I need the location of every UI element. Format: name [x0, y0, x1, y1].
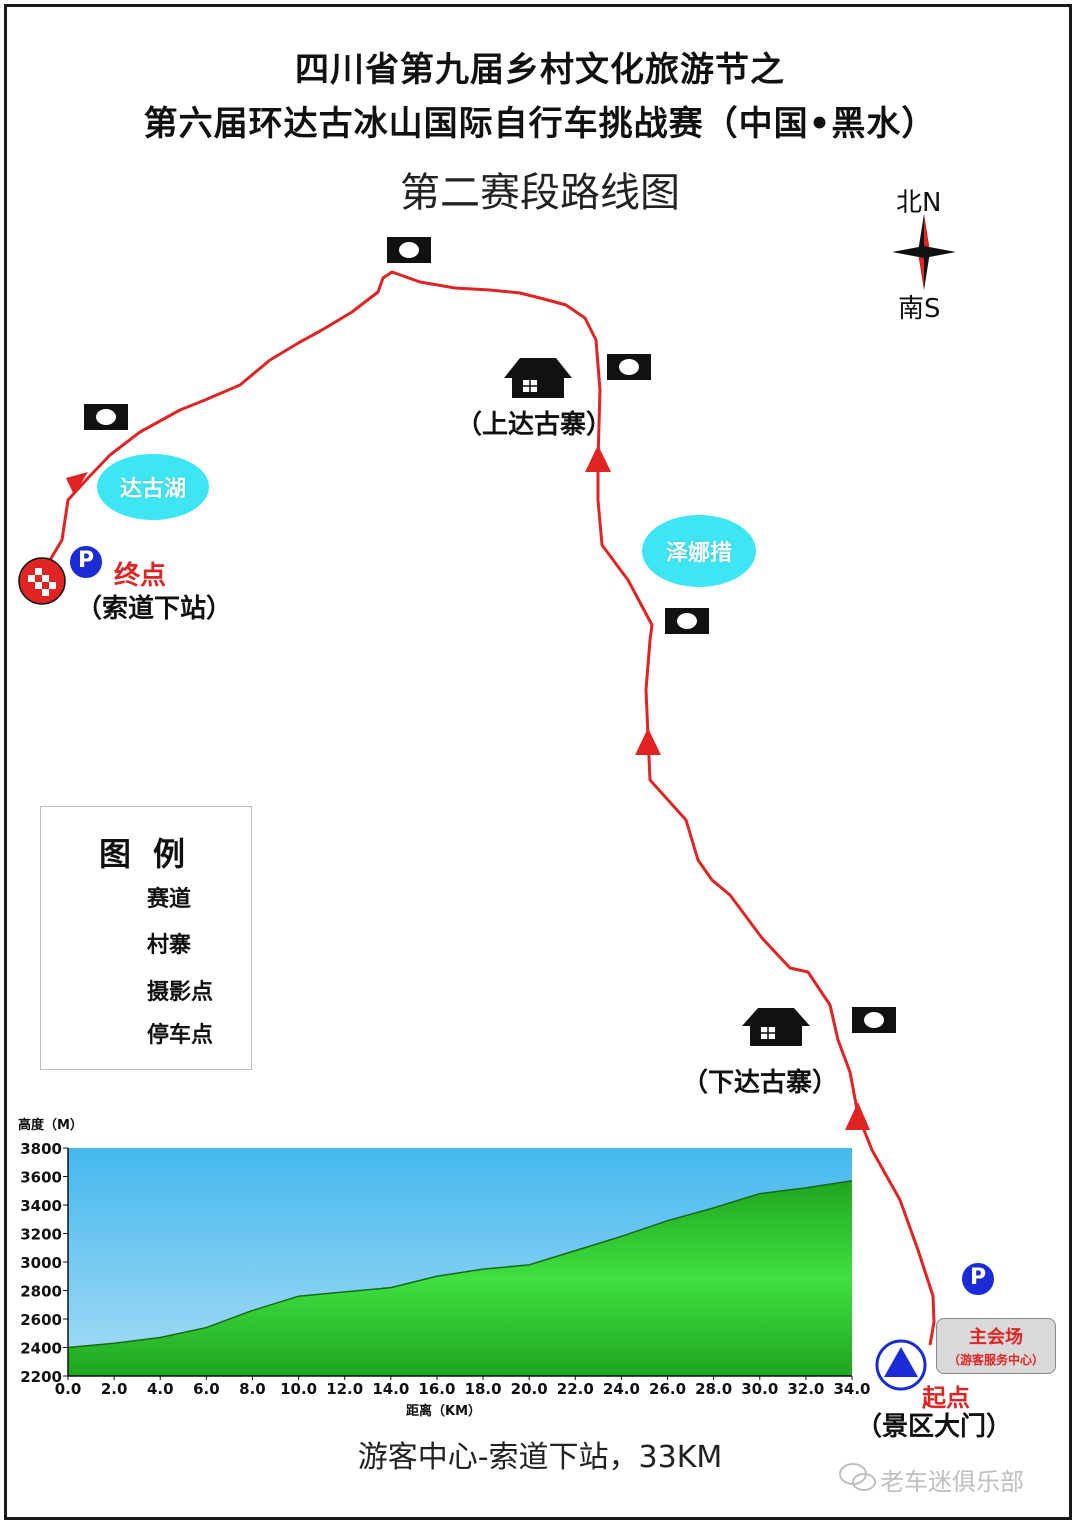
lower-village-label: （下达古寨） [682, 1068, 839, 1098]
y-axis-title: 高度（M） [18, 1118, 83, 1133]
x-tick-label: 24.0 [603, 1380, 640, 1398]
route-arrow-icon [66, 472, 88, 495]
x-tick-label: 12.0 [326, 1380, 363, 1398]
upper-village-label: （上达古寨） [456, 410, 613, 440]
title-line-1: 四川省第九届乡村文化旅游节之 [295, 50, 785, 90]
main-venue-box: 主会场 （游客服务中心） [936, 1318, 1056, 1374]
legend-item-village: 村寨 [147, 933, 192, 958]
elevation-line [67, 1180, 853, 1349]
x-tick-label: 6.0 [193, 1380, 220, 1398]
watermark: 老车迷俱乐部 [880, 1468, 1024, 1496]
x-tick-label: 22.0 [557, 1380, 594, 1398]
x-tick-label: 18.0 [465, 1380, 502, 1398]
legend-title: 图例 [99, 835, 208, 873]
lake-dagu: 达古湖 [97, 454, 209, 520]
camera-icon [852, 1007, 896, 1033]
parking-icon [68, 544, 104, 580]
compass-south-label: 南S [898, 294, 941, 324]
legend-item-photo: 摄影点 [147, 980, 214, 1005]
compass-icon [892, 214, 956, 290]
elevation-area [68, 1180, 852, 1376]
page-frame [4, 4, 1072, 1520]
elevation-chart: 2200 2400 2600 2800 3000 3200 3400 3600 3800 0.0 2… [20, 1140, 870, 1398]
finish-flag-icon [18, 557, 66, 605]
compass-north-label: 北N [896, 188, 942, 218]
x-tick-label: 2.0 [101, 1380, 128, 1398]
y-tick-label: 3800 [20, 1140, 62, 1158]
parking-icon [960, 1261, 996, 1297]
camera-icon [665, 608, 709, 634]
x-tick-label: 34.0 [833, 1380, 870, 1398]
x-tick-label: 28.0 [695, 1380, 732, 1398]
x-axis-title: 距离（KM） [406, 1404, 482, 1419]
start-sub-label: （景区大门） [856, 1412, 1013, 1442]
x-tick-label: 8.0 [239, 1380, 266, 1398]
legend-item-route: 赛道 [147, 887, 192, 912]
route-arrow-icon [635, 728, 661, 755]
legend-item-parking: 停车点 [147, 1023, 214, 1048]
map-subtitle: 第二赛段路线图 [400, 170, 680, 216]
start-label: 起点 [922, 1384, 970, 1412]
y-tick-label: 2800 [20, 1283, 62, 1301]
venue-sub-label: （游客服务中心） [947, 1353, 1044, 1367]
x-tick-label: 14.0 [372, 1380, 409, 1398]
x-tick-label: 4.0 [147, 1380, 174, 1398]
camera-icon [607, 354, 651, 380]
y-tick-label: 2200 [20, 1368, 62, 1386]
y-tick-label: 3000 [20, 1254, 62, 1272]
lake-zenacuo: 泽娜措 [642, 515, 756, 587]
x-tick-label: 26.0 [649, 1380, 686, 1398]
legend-parking-symbol: P [73, 1018, 88, 1042]
map-legend: 图例 赛道 村寨 摄影点 停车点 P [40, 806, 252, 1070]
x-tick-label: 20.0 [511, 1380, 548, 1398]
y-tick-label: 3600 [20, 1169, 62, 1187]
x-tick-label: 10.0 [280, 1380, 317, 1398]
route-arrow-icon [845, 1102, 870, 1130]
y-tick-label: 3200 [20, 1226, 62, 1244]
y-tick-label: 2400 [20, 1340, 62, 1358]
x-tick-label: 16.0 [418, 1380, 455, 1398]
parking-symbol: P [78, 548, 95, 573]
finish-sub-label: （索道下站） [76, 594, 233, 624]
route-arrow-icon [585, 445, 611, 472]
village-house-icon [504, 358, 572, 398]
y-tick-label: 2600 [20, 1311, 62, 1329]
parking-symbol: P [970, 1265, 987, 1290]
x-tick-label: 32.0 [787, 1380, 824, 1398]
finish-label: 终点 [114, 561, 167, 591]
start-triangle-icon [875, 1339, 927, 1391]
venue-label: 主会场 [969, 1327, 1023, 1348]
camera-icon [387, 237, 431, 263]
title-line-2: 第六届环达古冰山国际自行车挑战赛（中国•黑水） [143, 104, 937, 144]
x-tick-label: 0.0 [55, 1380, 82, 1398]
x-tick-label: 30.0 [741, 1380, 778, 1398]
route-summary: 游客中心-索道下站，33KM [357, 1440, 723, 1475]
y-tick-label: 3400 [20, 1197, 62, 1215]
camera-icon [84, 404, 128, 430]
village-house-icon [742, 1008, 810, 1046]
wechat-icon [839, 1463, 876, 1491]
